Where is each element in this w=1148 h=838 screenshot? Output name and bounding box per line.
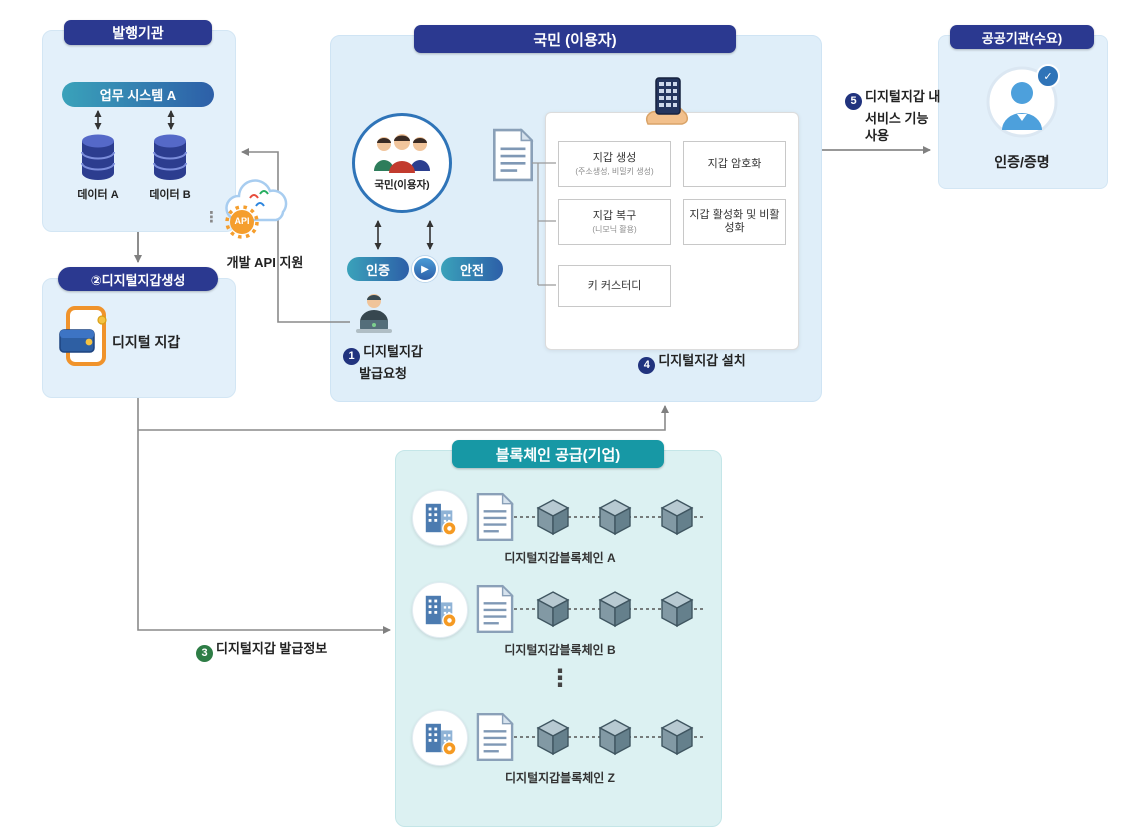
api-cloud: API xyxy=(220,176,298,240)
step3-badge: 3 xyxy=(196,645,213,662)
person-laptop-icon xyxy=(356,294,392,333)
database-b-icon xyxy=(148,131,192,183)
arrow-step4-install xyxy=(138,405,669,431)
api-badge: API xyxy=(234,216,250,226)
phone-in-hand-icon xyxy=(645,77,689,125)
building-icon xyxy=(421,500,459,536)
chain-z-label: 디지털지갑블록체인 Z xyxy=(504,771,616,785)
blockchain-header: 블록체인 공급(기업) xyxy=(452,440,664,468)
person-icon xyxy=(986,66,1058,138)
public-org-caption: 인증/증명 xyxy=(994,154,1050,170)
func-key-custody-label: 키 커스터디 xyxy=(587,279,642,292)
blockchain-cubes-icon xyxy=(514,499,706,535)
auth-pill-label: 인증 xyxy=(366,262,390,278)
ledger-doc-icon xyxy=(476,712,514,762)
phone-wallet-icon xyxy=(59,306,107,366)
building-icon xyxy=(421,720,459,756)
func-wallet-recover-sub: (니모닉 활용) xyxy=(592,224,637,234)
digital-wallet-label: 디지털 지갑 xyxy=(112,334,181,350)
database-b-label: 데이터 B xyxy=(149,189,191,201)
step4-badge: 4 xyxy=(638,357,656,374)
step5-text-1: 디지털지갑 내 xyxy=(865,89,941,104)
step1-text-1: 디지털지갑 xyxy=(363,344,423,359)
func-wallet-create: 지갑 생성 (주소생성, 비밀키 생성) xyxy=(558,141,671,187)
play-glyph: ▶ xyxy=(421,263,429,275)
func-wallet-create-sub: (주소생성, 비밀키 생성) xyxy=(575,166,654,176)
public-org-title: 공공기관(수요) xyxy=(981,30,1063,46)
step1-text-2: 발급요청 xyxy=(359,366,407,381)
wallet-creation-header: ②디지털지갑생성 xyxy=(58,267,218,291)
safe-pill-label: 안전 xyxy=(460,262,484,278)
citizen-avatar: 국민(이용자) xyxy=(352,113,452,213)
api-caption: 개발 API 지원 xyxy=(226,255,304,270)
business-system-label: 업무 시스템 A xyxy=(99,88,177,103)
step5-text-2: 서비스 기능 xyxy=(865,111,929,126)
chains-ellipsis: ⋮ xyxy=(548,665,572,692)
enterprise-circle xyxy=(412,710,468,766)
func-wallet-activate: 지갑 활성화 및 비활성화 xyxy=(683,199,786,245)
blockchain-cubes-icon xyxy=(514,719,706,755)
ledger-doc-icon xyxy=(476,492,514,542)
cloud-icon xyxy=(225,179,288,239)
public-org-header: 공공기관(수요) xyxy=(950,25,1094,49)
func-wallet-activate-label: 지갑 활성화 및 비활성화 xyxy=(689,209,780,234)
safe-pill: 안전 xyxy=(441,257,503,281)
step4-text: 디지털지갑 설치 xyxy=(658,353,746,368)
citizen-avatar-caption: 국민(이용자) xyxy=(374,179,430,191)
people-group-icon xyxy=(374,134,430,173)
public-org-avatar: ✓ xyxy=(986,64,1060,138)
play-icon: ▶ xyxy=(412,256,438,282)
issuer-title: 발행기관 xyxy=(112,24,164,41)
chain-row-a xyxy=(410,488,710,546)
step5-badge: 5 xyxy=(845,93,862,110)
func-wallet-recover: 지갑 복구 (니모닉 활용) xyxy=(558,199,671,245)
wallet-creation-title: ②디지털지갑생성 xyxy=(90,272,186,288)
func-wallet-encrypt: 지갑 암호화 xyxy=(683,141,786,187)
chain-row-z xyxy=(410,708,710,766)
chain-a-label: 디지털지갑블록체인 A xyxy=(504,551,616,565)
enterprise-circle xyxy=(412,582,468,638)
citizen-document-icon xyxy=(492,128,534,182)
issuer-header: 발행기관 xyxy=(64,20,212,45)
check-badge-icon: ✓ xyxy=(1036,64,1060,88)
issuer-box xyxy=(42,30,236,232)
database-a-label: 데이터 A xyxy=(77,189,119,201)
arrow-step3-issuance xyxy=(137,398,391,634)
ledger-doc-icon xyxy=(476,584,514,634)
blockchain-cubes-icon xyxy=(514,591,706,627)
auth-pill: 인증 xyxy=(347,257,409,281)
enterprise-circle xyxy=(412,490,468,546)
func-wallet-encrypt-label: 지갑 암호화 xyxy=(707,157,762,170)
building-icon xyxy=(421,592,459,628)
citizen-header: 국민 (이용자) xyxy=(414,25,736,53)
func-key-custody: 키 커스터디 xyxy=(558,265,671,307)
blockchain-title: 블록체인 공급(기업) xyxy=(495,446,621,464)
func-wallet-recover-label: 지갑 복구 xyxy=(592,209,637,222)
chain-row-b xyxy=(410,580,710,638)
chain-b-label: 디지털지갑블록체인 B xyxy=(504,643,616,657)
database-a-icon xyxy=(76,131,120,183)
wallet-functions-panel: 지갑 생성 (주소생성, 비밀키 생성) 지갑 암호화 지갑 복구 (니모닉 활… xyxy=(545,112,799,350)
business-system-pill: 업무 시스템 A xyxy=(62,82,214,107)
func-wallet-create-label: 지갑 생성 xyxy=(592,151,637,164)
check-glyph: ✓ xyxy=(1043,70,1053,83)
step3-text: 디지털지갑 발급정보 xyxy=(216,641,328,656)
citizen-title: 국민 (이용자) xyxy=(533,31,617,49)
step1-badge: 1 xyxy=(343,348,361,365)
api-dots: ⋮ xyxy=(204,209,219,226)
step5-text-3: 사용 xyxy=(865,128,889,143)
